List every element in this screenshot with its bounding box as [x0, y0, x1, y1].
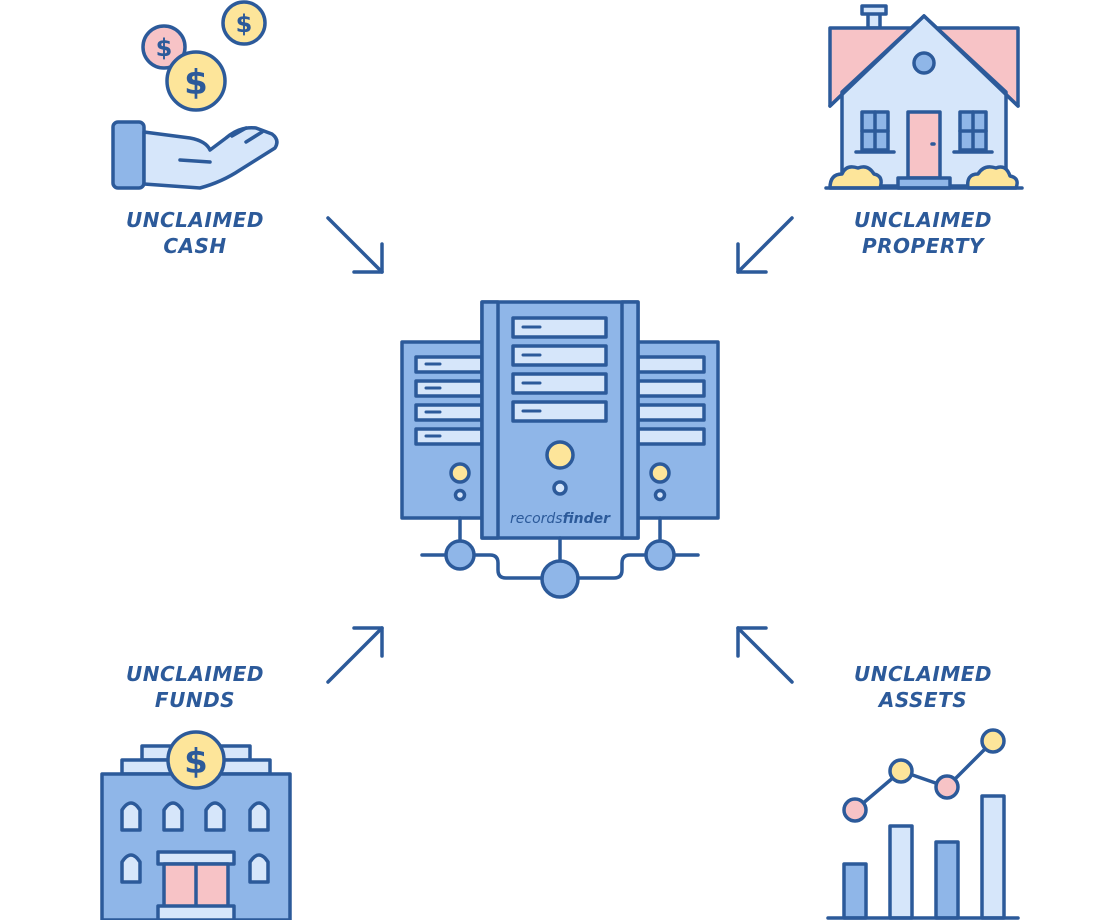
- label-unclaimed-cash: UNCLAIMED CASH: [65, 207, 325, 259]
- coin-icon: $: [141, 24, 187, 70]
- arrow-icon: [736, 216, 794, 274]
- brand-bold: finder: [563, 511, 612, 527]
- brand-regular: records: [510, 511, 563, 527]
- bank-building-icon: $: [100, 730, 292, 920]
- label-line2: FUNDS: [154, 688, 236, 712]
- label-line1: UNCLAIMED: [854, 662, 992, 686]
- house-icon: [824, 4, 1024, 190]
- label-line1: UNCLAIMED: [126, 208, 264, 232]
- coin-icon: $: [221, 0, 267, 46]
- svg-text:$: $: [156, 34, 173, 62]
- svg-text:$: $: [184, 742, 208, 782]
- svg-text:$: $: [236, 10, 253, 38]
- label-line2: ASSETS: [878, 688, 968, 712]
- label-unclaimed-funds: UNCLAIMED FUNDS: [65, 661, 325, 713]
- server-icon: [400, 300, 720, 599]
- arrow-icon: [326, 626, 384, 684]
- cash-hand-icon: $ $ $: [111, 0, 279, 190]
- label-line2: PROPERTY: [861, 234, 984, 258]
- label-line2: CASH: [163, 234, 227, 258]
- label-line1: UNCLAIMED: [126, 662, 264, 686]
- arrow-icon: [326, 216, 384, 274]
- label-unclaimed-assets: UNCLAIMED ASSETS: [793, 661, 1053, 713]
- arrow-icon: [736, 626, 794, 684]
- svg-text:$: $: [184, 63, 208, 103]
- label-line1: UNCLAIMED: [854, 208, 992, 232]
- coin-icon: $: [165, 50, 227, 112]
- growth-chart-icon: [826, 728, 1020, 920]
- server-brand: recordsfinder: [510, 511, 611, 527]
- label-unclaimed-property: UNCLAIMED PROPERTY: [793, 207, 1053, 259]
